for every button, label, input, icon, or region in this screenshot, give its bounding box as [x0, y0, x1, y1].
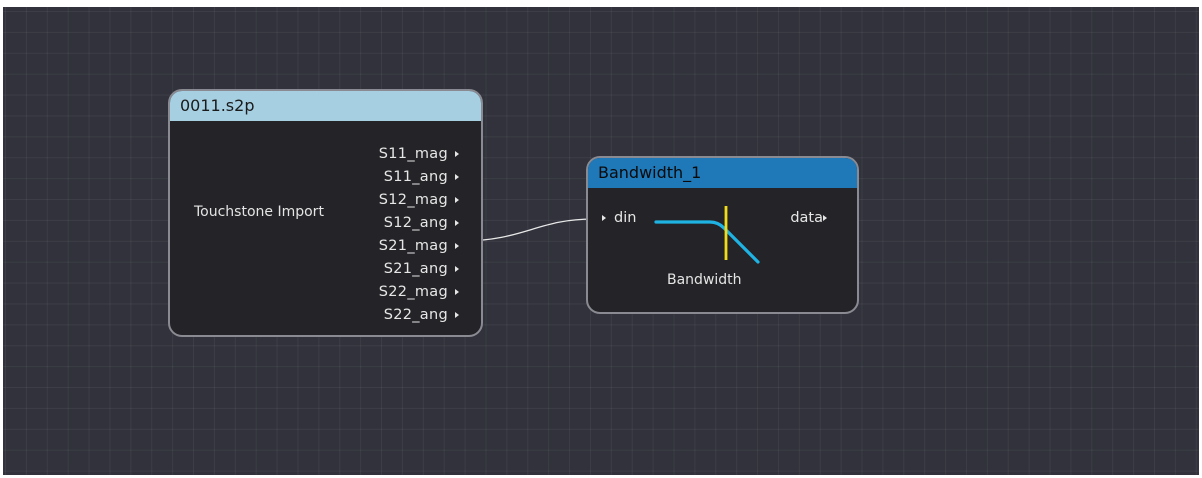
output-port-s22-ang[interactable]: S22_ang: [379, 304, 459, 327]
output-port-s21-mag[interactable]: S21_mag: [379, 235, 459, 258]
output-port-s12-mag[interactable]: S12_mag: [379, 189, 459, 212]
output-port-s12-ang[interactable]: S12_ang: [379, 212, 459, 235]
port-arrow-icon: [455, 220, 459, 226]
input-port-din[interactable]: din: [602, 210, 636, 226]
node-type-label: Touchstone Import: [194, 204, 324, 220]
port-arrow-icon: [823, 215, 827, 221]
port-arrow-icon: [455, 289, 459, 295]
output-ports: S11_mag S11_ang S12_mag S12_ang S21_mag …: [379, 143, 459, 327]
port-arrow-icon: [455, 174, 459, 180]
output-port-data[interactable]: data: [790, 210, 835, 226]
port-arrow-icon: [455, 243, 459, 249]
lowpass-filter-icon: [654, 206, 760, 264]
node-editor-canvas[interactable]: 0011.s2p Touchstone Import S11_mag S11_a…: [3, 7, 1199, 475]
touchstone-import-node[interactable]: 0011.s2p Touchstone Import S11_mag S11_a…: [168, 89, 483, 337]
port-arrow-icon: [455, 151, 459, 157]
output-port-s11-ang[interactable]: S11_ang: [379, 166, 459, 189]
port-arrow-icon: [455, 312, 459, 318]
port-arrow-icon: [455, 266, 459, 272]
node-title[interactable]: 0011.s2p: [170, 91, 481, 121]
bandwidth-node[interactable]: Bandwidth_1 din data Bandwidth: [586, 156, 859, 314]
output-port-s22-mag[interactable]: S22_mag: [379, 281, 459, 304]
output-port-s21-ang[interactable]: S21_ang: [379, 258, 459, 281]
port-arrow-icon: [455, 197, 459, 203]
node-type-label: Bandwidth: [667, 272, 742, 288]
node-title[interactable]: Bandwidth_1: [588, 158, 857, 188]
port-arrow-icon: [602, 215, 606, 221]
output-port-s11-mag[interactable]: S11_mag: [379, 143, 459, 166]
